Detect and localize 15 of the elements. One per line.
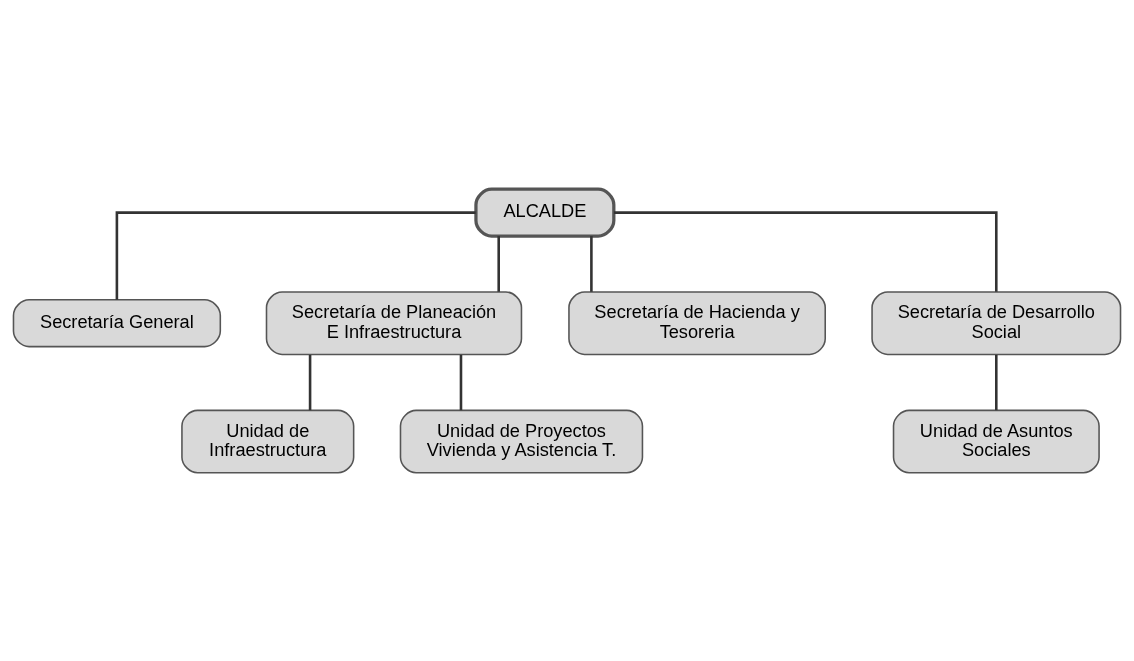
node-box: Secretaría General xyxy=(12,298,222,347)
connector xyxy=(613,210,998,292)
node-box: Secretaría de Desarrollo Social xyxy=(871,290,1122,355)
connector xyxy=(115,210,476,300)
connector xyxy=(590,235,593,292)
connector xyxy=(995,354,998,410)
node-box: ALCALDE xyxy=(474,187,616,238)
connector xyxy=(497,235,500,292)
node-box: Unidad de Proyectos Vivienda y Asistencia T. xyxy=(399,409,644,474)
node-box: Unidad de Asuntos Sociales xyxy=(892,409,1100,474)
node-box: Secretaría de Planeación E Infraestructura xyxy=(265,290,523,355)
node-box: Unidad de Infraestructura xyxy=(181,409,355,474)
connector xyxy=(308,354,312,410)
node-box: Secretaría de Hacienda y Tesoreria xyxy=(568,290,826,355)
connector xyxy=(459,354,463,410)
